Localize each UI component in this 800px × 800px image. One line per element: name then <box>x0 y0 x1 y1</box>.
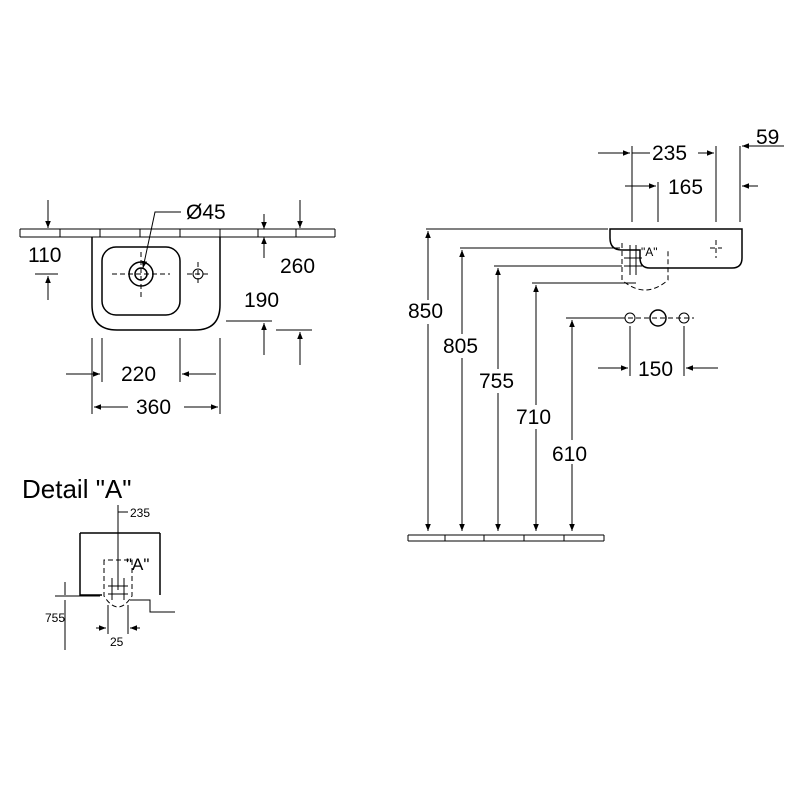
side-dim-150-label: 150 <box>638 358 673 381</box>
side-basin-outline <box>609 228 743 269</box>
dim-190-label: 190 <box>244 289 279 312</box>
fitting-center <box>649 309 667 327</box>
dim-220-label: 220 <box>121 363 156 386</box>
detail-basin-outline <box>79 532 161 596</box>
side-dim-805-label: 805 <box>443 335 478 358</box>
wall-strip <box>19 228 336 238</box>
detail-dim-235-label: 235 <box>130 506 150 520</box>
side-detail-ref: "A" <box>641 245 658 259</box>
side-dim-710-label: 710 <box>516 406 551 429</box>
detail-dim-755-label: 755 <box>45 611 65 625</box>
bowl-outline <box>101 246 181 316</box>
side-dim-59-label: 59 <box>756 126 779 149</box>
side-dim-755-label: 755 <box>479 370 514 393</box>
dim-110-label: 110 <box>28 244 61 267</box>
side-dim-610-label: 610 <box>552 443 587 466</box>
detail-a: Detail "A" 235 "A" 755 25 <box>22 474 175 650</box>
side-dim-165-label: 165 <box>668 176 703 199</box>
dim-260-label: 260 <box>280 255 315 278</box>
detail-title: Detail "A" <box>22 474 132 504</box>
detail-dim-25-label: 25 <box>110 635 124 649</box>
detail-ref-label: "A" <box>126 555 149 574</box>
top-view: Ø45 110 260 190 220 360 <box>19 200 336 419</box>
side-dim-235-label: 235 <box>652 142 687 165</box>
floor-strip <box>407 534 605 542</box>
basin-outline <box>91 237 221 331</box>
side-view: "A" 235 59 165 150 <box>405 126 784 542</box>
side-dim-850-label: 850 <box>408 300 443 323</box>
dim-360-label: 360 <box>136 396 171 419</box>
drain-diameter-label: Ø45 <box>186 201 226 224</box>
